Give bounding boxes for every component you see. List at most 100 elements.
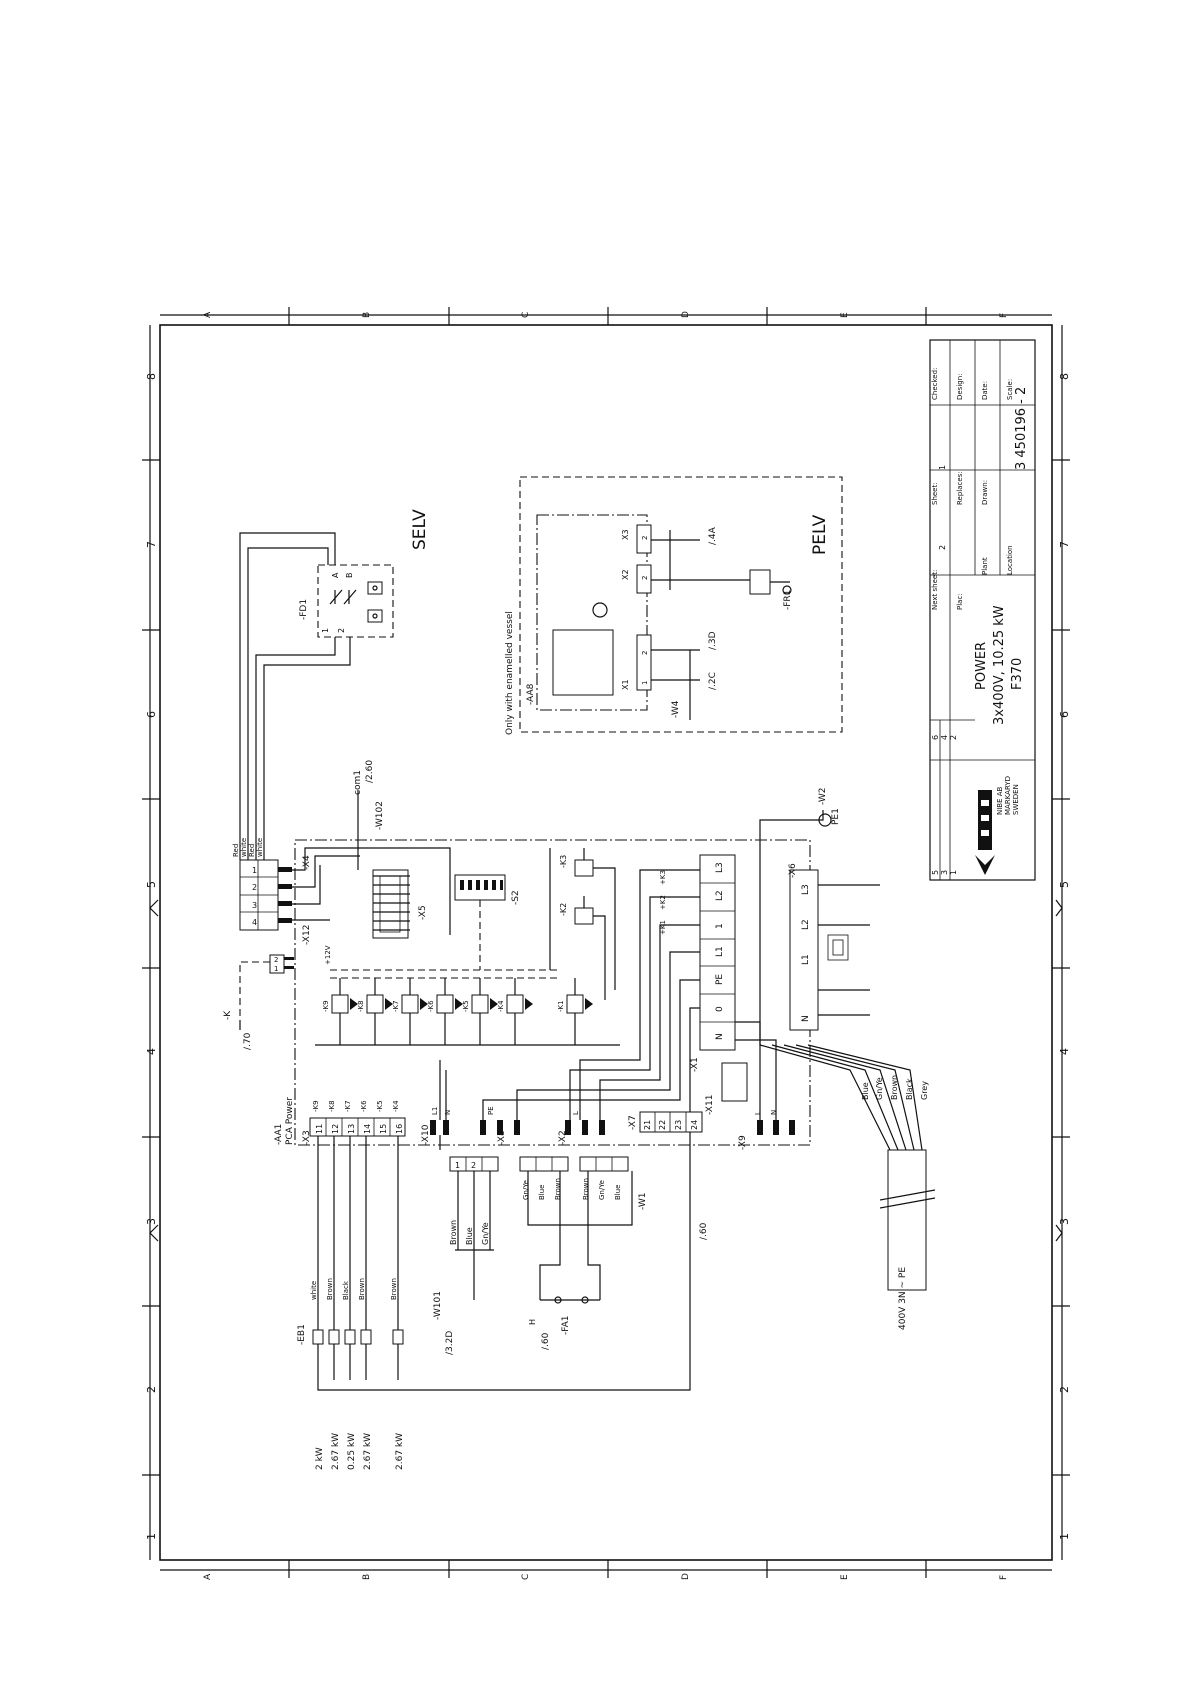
svg-text:Gn/Ye: Gn/Ye — [875, 1077, 884, 1100]
svg-text:L3: L3 — [801, 884, 811, 895]
relays-top: -K3 -K2 — [549, 848, 616, 1000]
aa8-label: -AA8 — [526, 683, 536, 705]
svg-text:Date:: Date: — [981, 381, 989, 400]
row-label: D — [681, 1573, 691, 1580]
svg-text:-X8: -X8 — [497, 1130, 507, 1145]
svg-text:-K3: -K3 — [559, 855, 568, 868]
svg-text:1: 1 — [455, 1161, 460, 1170]
svg-text:PE: PE — [715, 974, 725, 985]
svg-text:Blue: Blue — [538, 1185, 546, 1201]
col-label: 5 — [1058, 881, 1071, 888]
svg-text:16: 16 — [395, 1124, 404, 1134]
column-labels: 8 7 6 5 4 3 2 1 8 7 6 5 4 3 2 1 — [145, 373, 1071, 1540]
svg-text:-FR1: -FR1 — [783, 590, 793, 610]
relay-label: -K9 — [322, 1000, 330, 1012]
svg-text:/.60: /.60 — [699, 1222, 709, 1240]
svg-text:-K4: -K4 — [392, 1100, 400, 1112]
svg-text:Checked:: Checked: — [931, 368, 939, 400]
svg-text:NIBE AB: NIBE AB — [996, 786, 1004, 815]
svg-text:2: 2 — [949, 735, 958, 740]
svg-text:2.67 kW: 2.67 kW — [331, 1433, 341, 1470]
svg-text:F370: F370 — [1010, 658, 1025, 690]
svg-text:-X12: -X12 — [302, 925, 312, 945]
svg-text:Blue: Blue — [861, 1082, 870, 1100]
svg-text:Brown: Brown — [582, 1178, 590, 1200]
x12-connector: 2 1 -X12 -K /.70 — [223, 925, 312, 1050]
svg-text:11: 11 — [315, 1124, 324, 1134]
row-label: A — [203, 1573, 213, 1580]
svg-text:1: 1 — [949, 870, 958, 875]
svg-text:2.67 kW: 2.67 kW — [395, 1433, 405, 1470]
relay-group: -K9-K8-K7-K6-K5-K4-K1 — [322, 978, 593, 1045]
svg-text:-K6: -K6 — [360, 1100, 368, 1112]
fd1-label: -FD1 — [299, 599, 309, 620]
svg-text:Drawn:: Drawn: — [981, 480, 989, 505]
drawing-title: POWER — [974, 642, 989, 690]
svg-text:Black: Black — [342, 1280, 350, 1300]
svg-text:1: 1 — [274, 965, 278, 973]
w1-fa1: Gn/Ye Blue Brown Brown Gn/Ye Blue -W1 -F… — [519, 1156, 709, 1350]
svg-text:-K8: -K8 — [328, 1100, 336, 1112]
svg-text:L2: L2 — [715, 890, 725, 901]
svg-text:24: 24 — [690, 1120, 699, 1130]
row-label: B — [362, 312, 372, 318]
row-label: F — [999, 1575, 1009, 1580]
svg-text:/.70: /.70 — [243, 1032, 253, 1050]
svg-text:3x400V, 10.25 kW: 3x400V, 10.25 kW — [992, 605, 1007, 725]
svg-text:-AA1: -AA1 — [274, 1124, 284, 1145]
svg-text:-X4: -X4 — [302, 855, 312, 870]
svg-text:13: 13 — [347, 1124, 356, 1134]
svg-text:1: 1 — [715, 923, 725, 929]
relay-label: -K5 — [462, 1000, 470, 1012]
board-wiring — [439, 869, 777, 1120]
relay-k9: -K9 — [322, 978, 358, 1045]
svg-text:6: 6 — [931, 735, 940, 740]
svg-text:3: 3 — [940, 870, 949, 875]
svg-text:4: 4 — [252, 918, 257, 927]
svg-text:-X6: -X6 — [788, 863, 798, 878]
svg-text:2: 2 — [337, 628, 346, 633]
svg-text:L2: L2 — [801, 919, 811, 930]
svg-text:-K7: -K7 — [344, 1100, 352, 1112]
svg-text:-X5: -X5 — [418, 905, 428, 920]
svg-text:PE1: PE1 — [831, 808, 841, 825]
svg-text:-W2: -W2 — [818, 787, 828, 805]
svg-text:-X10: -X10 — [421, 1124, 431, 1145]
col-label: 6 — [145, 711, 158, 718]
col-label: 1 — [1058, 1533, 1071, 1540]
svg-text:Brown: Brown — [449, 1220, 458, 1245]
eb1-heater: -EB1 white Brown Black Brown Brown 2 kW … — [297, 1132, 691, 1470]
col-label: 2 — [145, 1386, 158, 1393]
svg-text:-EB1: -EB1 — [297, 1324, 307, 1345]
svg-text:N: N — [770, 1110, 778, 1115]
svg-text:-K5: -K5 — [376, 1100, 384, 1112]
svg-text:400V 3N ~ PE: 400V 3N ~ PE — [898, 1267, 908, 1330]
svg-text:-W102: -W102 — [375, 801, 385, 830]
col-label: 8 — [145, 373, 158, 380]
svg-text:Gn/Ye: Gn/Ye — [598, 1180, 606, 1200]
svg-text:MARKARYD: MARKARYD — [1004, 776, 1012, 815]
svg-text:-X11: -X11 — [705, 1095, 715, 1115]
svg-text:-K: -K — [223, 1010, 233, 1020]
svg-text:-K9: -K9 — [312, 1100, 320, 1112]
svg-text:/.2C: /.2C — [708, 672, 718, 690]
row-label: E — [840, 312, 850, 318]
svg-text:0.25 kW: 0.25 kW — [347, 1433, 357, 1470]
svg-text:Grey: Grey — [920, 1081, 929, 1100]
svg-text:Gn/Ye: Gn/Ye — [481, 1222, 490, 1245]
row-label: B — [362, 1574, 372, 1580]
svg-text:-W1: -W1 — [638, 1192, 648, 1210]
svg-text:2 kW: 2 kW — [315, 1447, 325, 1470]
svg-text:Black: Black — [905, 1078, 914, 1100]
svg-text:SWEDEN: SWEDEN — [1012, 784, 1020, 815]
svg-text:Location: Location — [1006, 545, 1014, 575]
col-label: 3 — [145, 1218, 158, 1225]
w101-cable: 1 2 Brown Blue Gn/Ye -W101 /3.2D — [433, 1135, 499, 1355]
col-label: 6 — [1058, 711, 1071, 718]
pelv-label: PELV — [810, 514, 830, 555]
col-label: 4 — [145, 1048, 158, 1055]
svg-text:Plac:: Plac: — [956, 593, 964, 610]
svg-text:Blue: Blue — [465, 1227, 474, 1245]
x3-connector: 11 12 13 14 15 16 -AA1 PCA Power -X3 -K9… — [274, 1097, 406, 1145]
svg-text:-FA1: -FA1 — [561, 1316, 571, 1335]
